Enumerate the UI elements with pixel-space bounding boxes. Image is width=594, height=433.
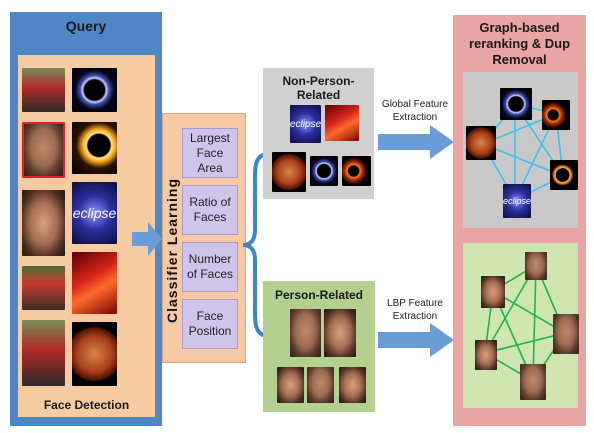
graph-node-face-1 — [525, 252, 547, 280]
query-photo-eclipse-ring — [72, 68, 117, 112]
query-photo-partial-eclipse — [72, 122, 117, 174]
person-face-3 — [277, 367, 304, 403]
global-feature-label: Global Feature Extraction — [381, 99, 449, 123]
query-photo-crowd — [22, 266, 65, 310]
query-title: Query — [65, 18, 107, 34]
non-person-blood-moon — [272, 152, 306, 192]
arrow-lbp-feature — [378, 323, 454, 357]
query-eclipse-text: eclipse — [72, 205, 117, 221]
graph-node-face-5 — [520, 364, 546, 400]
person-face-1 — [290, 309, 321, 357]
query-photo-rally — [22, 320, 65, 386]
non-person-eclipse-text: eclipse — [290, 118, 321, 130]
graph-node-crescent — [550, 160, 578, 190]
feature-ratio-of-faces: Ratio of Faces — [182, 185, 238, 235]
graph-title: Graph-based reranking & Dup Removal — [468, 20, 571, 67]
graph-node-face-2 — [481, 276, 505, 308]
graph-node-eclipse-logo: eclipse — [503, 184, 531, 218]
person-face-4 — [307, 367, 334, 403]
arrow-global-feature — [378, 125, 454, 159]
query-photo-eclipse-logo: eclipse — [72, 182, 117, 244]
query-photo-face-speaker — [22, 190, 65, 256]
feature-number-of-faces: Number of Faces — [182, 242, 238, 292]
graph-node-face-3 — [553, 314, 579, 354]
graph-node-blood-moon — [466, 126, 496, 160]
person-title: Person-Related — [274, 288, 364, 302]
non-person-title: Non-Person-Related — [282, 74, 355, 102]
graph-node-eclipse-ring — [500, 88, 532, 120]
feature-largest-face-area: Largest Face Area — [182, 128, 238, 178]
feature-face-position: Face Position — [182, 299, 238, 349]
graph-node-face-4 — [475, 340, 497, 370]
split-brace — [242, 152, 270, 338]
graph-eclipse-text: eclipse — [503, 196, 531, 206]
query-photo-face — [22, 122, 65, 178]
person-face-2 — [324, 309, 356, 357]
lbp-feature-label: LBP Feature Extraction — [387, 298, 443, 322]
query-photo-blood-moon — [72, 322, 117, 386]
person-face-5 — [339, 367, 366, 403]
non-person-eclipse-logo: eclipse — [290, 105, 321, 143]
query-footer: Face Detection — [43, 398, 130, 412]
non-person-crescent — [342, 156, 371, 186]
arrow-query-to-classifier — [132, 222, 162, 256]
non-person-red-eclipse — [325, 105, 359, 141]
query-photo-red-eclipse — [72, 252, 117, 314]
query-photo-group — [22, 68, 65, 112]
non-person-eclipse-ring — [310, 156, 338, 186]
graph-node-crescent-top — [542, 100, 570, 130]
